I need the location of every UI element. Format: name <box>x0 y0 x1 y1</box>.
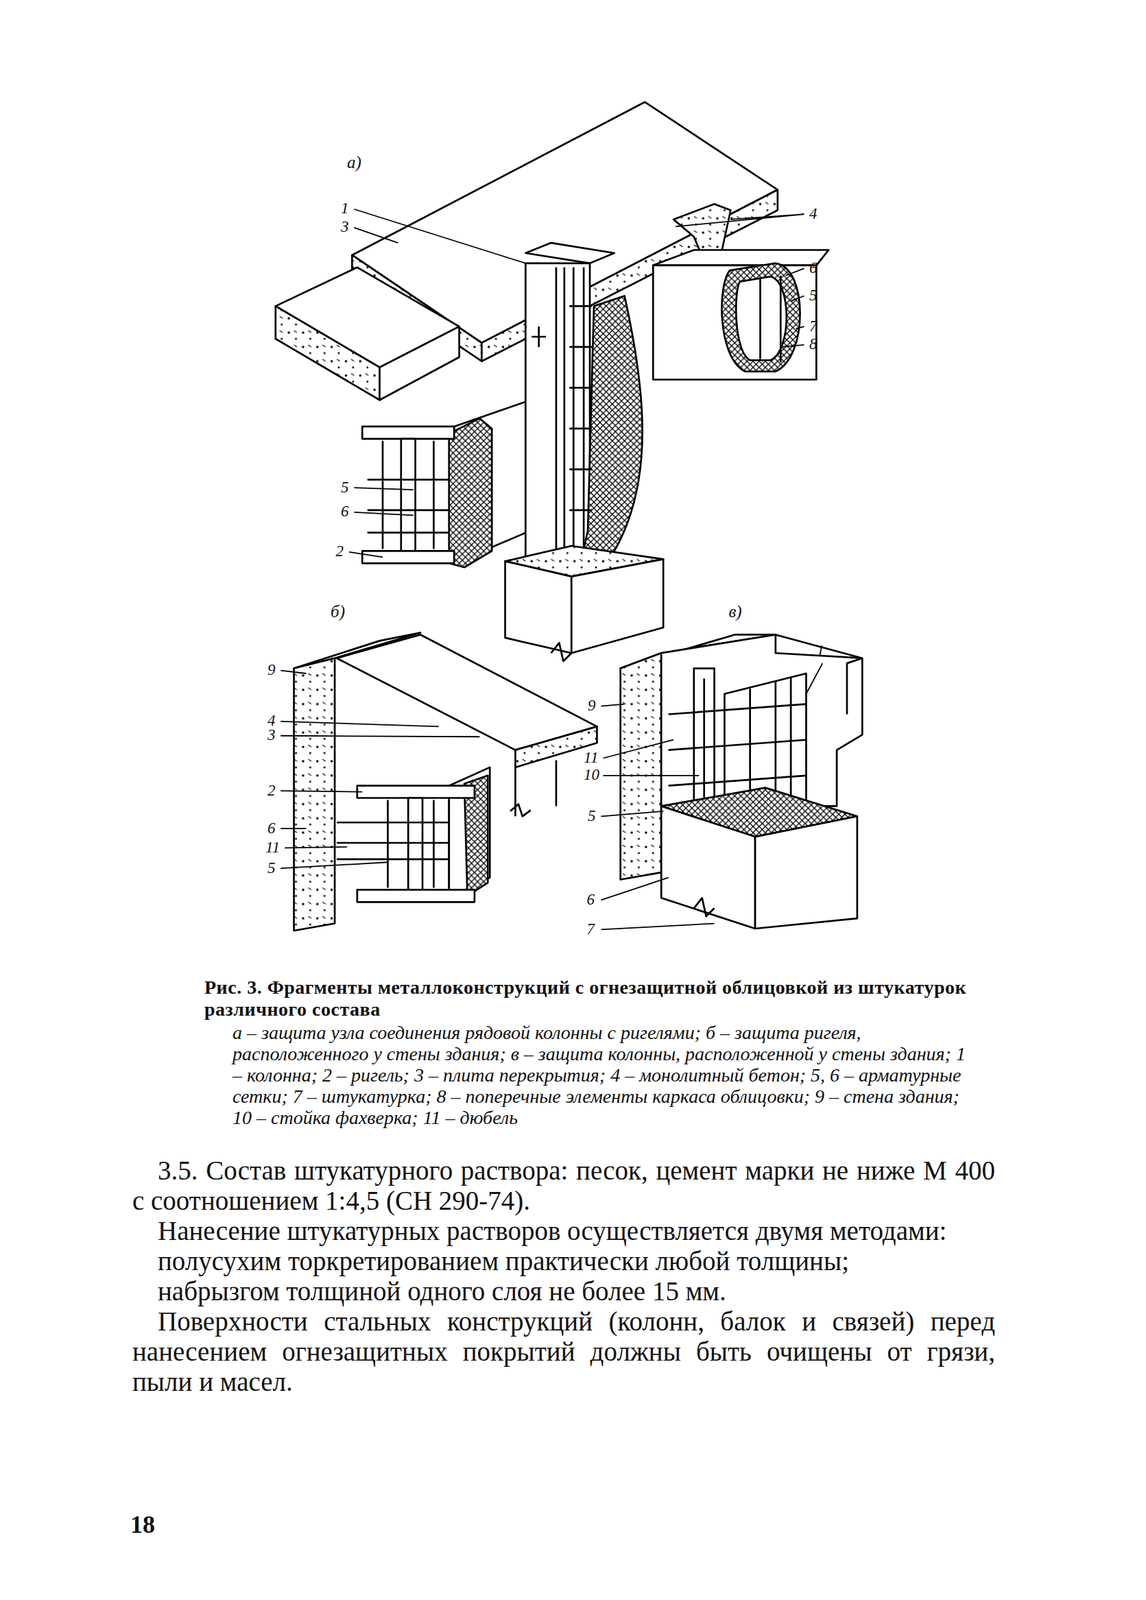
paragraph: набрызгом толщиной одного слоя не более … <box>132 1276 996 1307</box>
body-text: 3.5. Состав штукатурного раствора: песок… <box>132 1155 996 1398</box>
callout-number: 6 <box>340 503 350 520</box>
panel-letter: в) <box>728 602 742 620</box>
callout-number: 5 <box>587 807 596 824</box>
callout-number: 3 <box>267 726 276 743</box>
paragraph: полусухим торкретированием практически л… <box>132 1246 996 1277</box>
callout-number: 6 <box>809 259 818 276</box>
callout-number: 2 <box>267 782 276 799</box>
panel-letter: а) <box>347 153 362 171</box>
paragraph: Нанесение штукатурных растворов осуществ… <box>132 1215 996 1247</box>
callout-number: 7 <box>809 318 818 334</box>
callout-number: 1 <box>340 200 350 217</box>
panel-letter: б) <box>330 602 345 620</box>
caption-block: Рис. 3. Фрагменты металлоконструкций с о… <box>204 976 977 1129</box>
callout-number: 5 <box>340 479 350 496</box>
callout-number: 10 <box>583 766 600 783</box>
callout-number: 5 <box>809 287 818 304</box>
figure-caption: Рис. 3. Фрагменты металлоконструкций с о… <box>204 976 977 1021</box>
callout-number: 11 <box>583 749 599 766</box>
callout-number: 4 <box>809 205 818 222</box>
callout-number: 3 <box>340 218 350 235</box>
callout-number: 5 <box>267 860 276 876</box>
callout-number: 6 <box>587 891 596 908</box>
callout-number: 7 <box>587 921 596 937</box>
callout-number: 1 <box>816 642 825 659</box>
page-number: 18 <box>130 1512 155 1537</box>
callout-number: 2 <box>336 543 345 559</box>
paragraph: Поверхности стальных конструкций (колонн… <box>132 1306 996 1398</box>
callout-number: 8 <box>809 336 818 352</box>
caption-legend: а – защита узла соединения рядовой колон… <box>232 1021 977 1129</box>
callout-number: 11 <box>265 839 280 856</box>
callout-number: 6 <box>267 820 276 837</box>
callout-number: 4 <box>267 712 276 729</box>
callout-number: 9 <box>267 661 276 678</box>
callout-number: 9 <box>587 697 596 714</box>
paragraph: 3.5. Состав штукатурного раствора: песок… <box>132 1155 996 1216</box>
